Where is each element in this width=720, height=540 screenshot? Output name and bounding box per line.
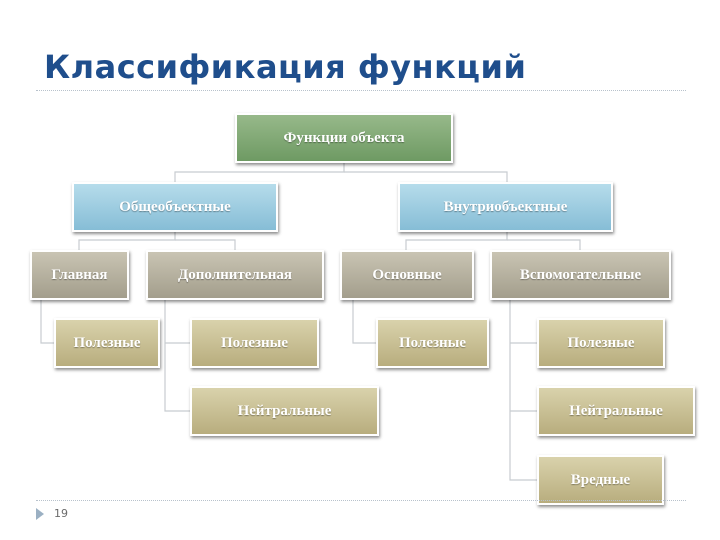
connector-vsp-leaves [509, 300, 537, 481]
node-root: Функции объекта [235, 113, 453, 163]
connector-vnutr-osn [405, 231, 508, 250]
leaf-dop-neitralnye: Нейтральные [190, 386, 379, 436]
leaf-dop-poleznye: Полезные [190, 318, 319, 368]
leaf-vsp-vrednye: Вредные [537, 455, 664, 505]
connector-root-left [174, 162, 345, 182]
page-number: 19 [54, 507, 68, 520]
leaf-glavnaya-poleznye: Полезные [54, 318, 160, 368]
connector-osn-leaf [352, 300, 376, 344]
node-group-obsheobektnye: Общеобъектные [72, 182, 278, 232]
title-divider [36, 90, 686, 91]
footer-divider [36, 500, 686, 501]
connector-obsh-add [175, 239, 236, 250]
connector-main-leaf [40, 300, 54, 344]
connector-root-right [344, 171, 508, 182]
node-vspomogatelnye: Вспомогательные [490, 250, 671, 300]
node-dopolnitelnaya: Дополнительная [146, 250, 324, 300]
node-osnovnye: Основные [340, 250, 474, 300]
slide-arrow-icon [36, 508, 44, 520]
leaf-vsp-poleznye: Полезные [537, 318, 665, 368]
page-title: Классификация функций [44, 48, 527, 86]
leaf-vsp-neitralnye: Нейтральные [537, 386, 695, 436]
connector-add-leaves [164, 300, 190, 412]
connector-vnutr-vsp [507, 239, 581, 250]
node-glavnaya: Главная [30, 250, 129, 300]
node-group-vnutriobektnye: Внутриобъектные [398, 182, 613, 232]
leaf-osn-poleznye: Полезные [376, 318, 489, 368]
connector-obsh-main [78, 231, 176, 250]
